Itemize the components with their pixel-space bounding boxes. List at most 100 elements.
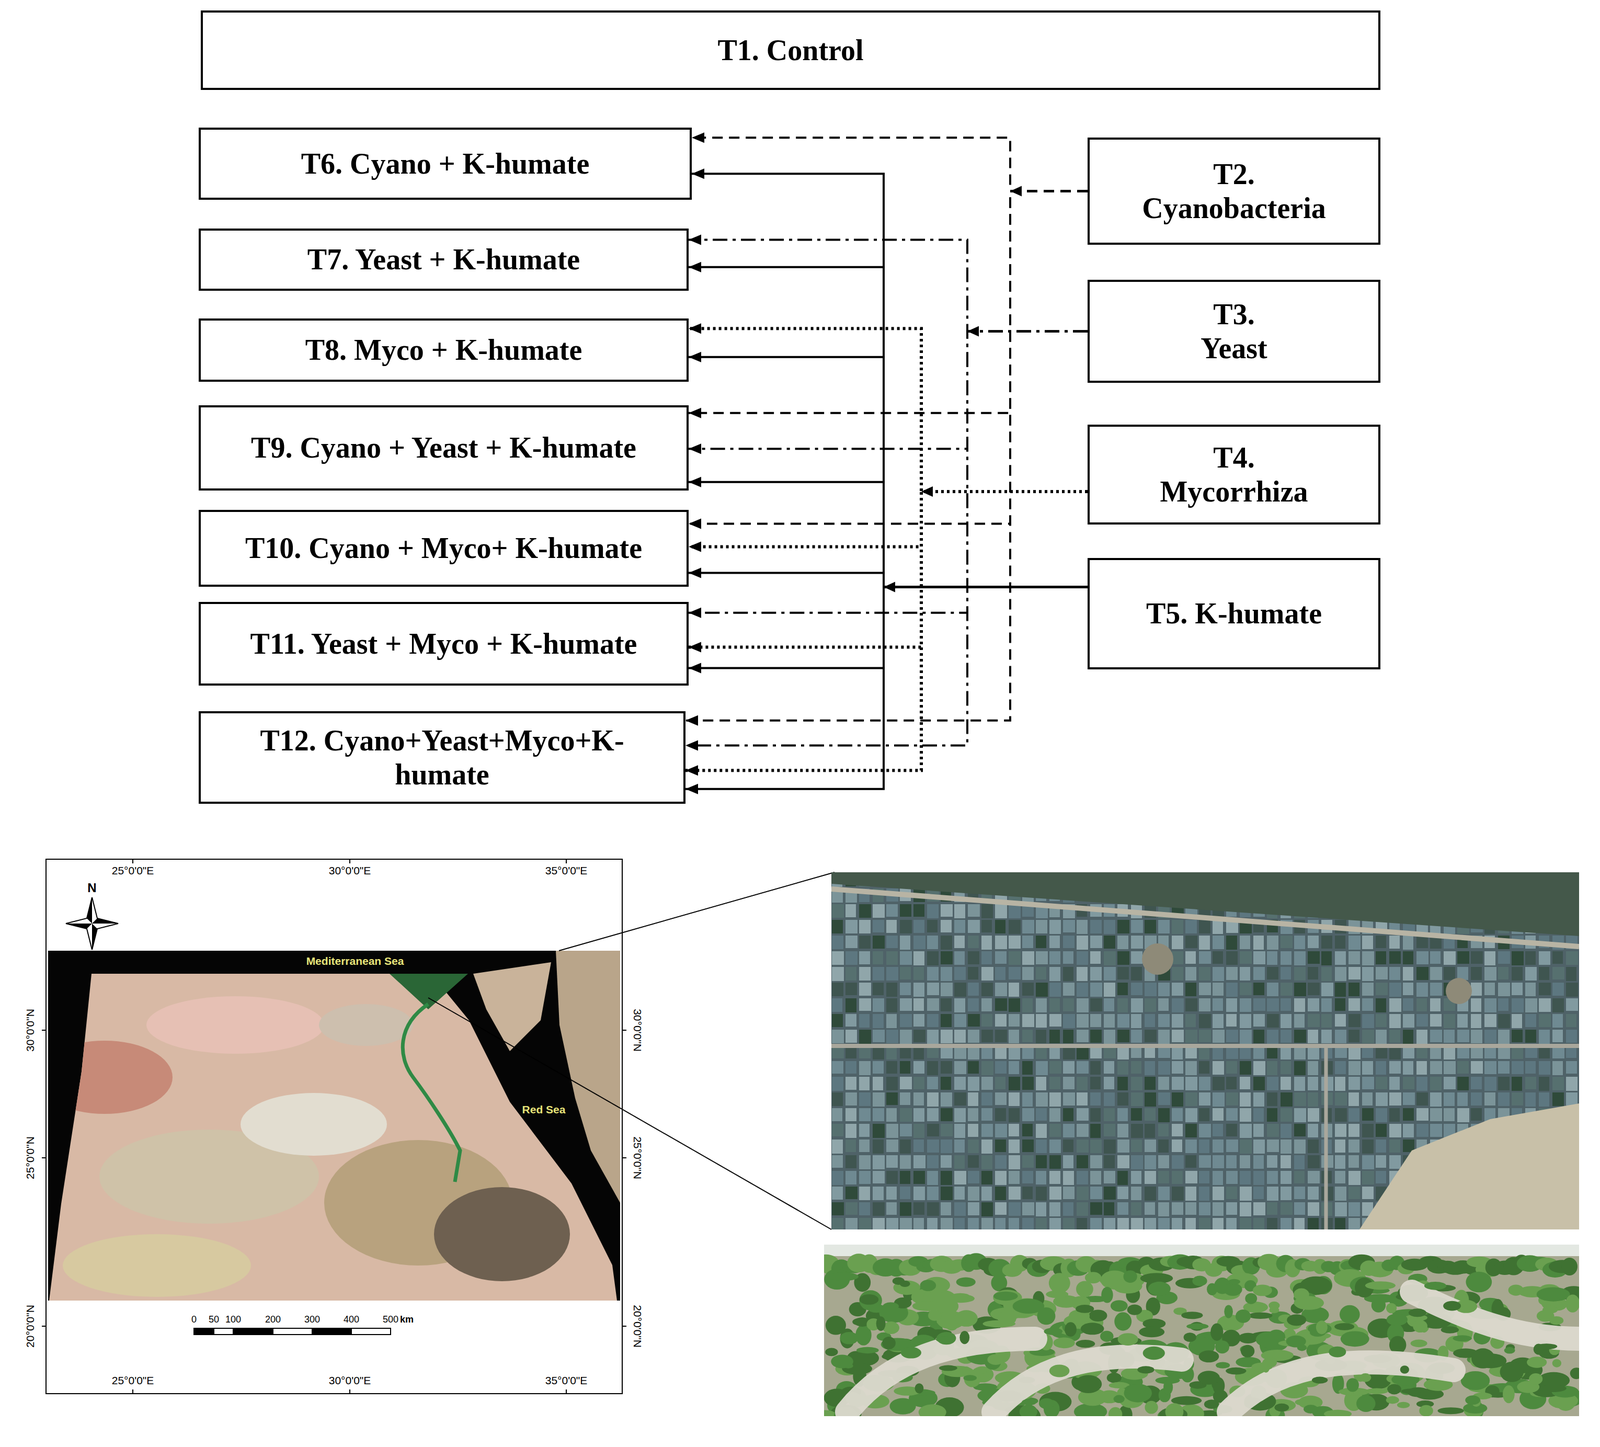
greenhouse-plot	[1348, 1107, 1360, 1122]
greenhouse-plot	[1334, 951, 1346, 965]
greenhouse-plot	[1348, 1060, 1361, 1076]
greenhouse-plot	[967, 1155, 979, 1168]
shrub	[1075, 1304, 1094, 1313]
dash-dot-connector	[688, 239, 1088, 331]
greenhouse-plot	[872, 966, 885, 981]
greenhouse-plot	[1022, 1155, 1034, 1168]
greenhouse-plot	[1307, 951, 1320, 964]
greenhouse-plot	[1226, 1076, 1237, 1090]
greenhouse-plot	[1552, 998, 1564, 1013]
greenhouse-plot	[1226, 1202, 1238, 1215]
shrub	[1137, 1365, 1154, 1374]
shrub	[828, 1272, 859, 1281]
greenhouse-plot	[1416, 1060, 1427, 1075]
greenhouse-plot	[1171, 1013, 1184, 1028]
greenhouse-plot	[1171, 1123, 1183, 1137]
greenhouse-plot	[1362, 951, 1375, 966]
greenhouse-plot	[1090, 919, 1102, 934]
greenhouse-plot	[1117, 1029, 1130, 1043]
greenhouse-plot	[1076, 982, 1089, 997]
shrub	[1346, 1377, 1359, 1392]
greenhouse-plot	[1076, 1013, 1089, 1028]
greenhouse-plot	[872, 935, 885, 949]
greenhouse-plot	[1063, 966, 1074, 981]
greenhouse-plot	[1280, 1029, 1292, 1043]
greenhouse-plot	[1090, 1139, 1102, 1153]
greenhouse-plot	[1022, 1202, 1035, 1216]
greenhouse-plot	[1022, 1013, 1035, 1027]
greenhouse-plot	[831, 1029, 844, 1044]
greenhouse-plot	[1280, 1092, 1293, 1107]
greenhouse-plot	[859, 1139, 870, 1152]
greenhouse-plot	[886, 998, 898, 1013]
greenhouse-plot	[1253, 1060, 1266, 1076]
greenhouse-plot	[1375, 1029, 1387, 1044]
greenhouse-plot	[899, 1217, 912, 1230]
box-text: T7. Yeast + K-humate	[307, 242, 580, 277]
shrub	[963, 1374, 977, 1381]
greenhouse-plot	[1035, 982, 1048, 997]
axis-label: 35°0'0"E	[545, 864, 588, 877]
greenhouse-plot	[1389, 1029, 1401, 1043]
greenhouse-plot	[1294, 1029, 1307, 1043]
shrub	[1504, 1346, 1516, 1354]
greenhouse-plot	[1049, 966, 1061, 981]
greenhouse-plot	[1253, 951, 1266, 965]
box-text: T11. Yeast + Myco + K-humate	[250, 626, 638, 661]
greenhouse-plot	[1103, 1013, 1115, 1028]
greenhouse-plot	[1022, 1029, 1033, 1043]
greenhouse-plot	[1375, 982, 1388, 996]
greenhouse-plot	[1063, 1123, 1075, 1138]
greenhouse-plot	[927, 1155, 939, 1169]
greenhouse-plot	[1416, 998, 1427, 1012]
greenhouse-plot	[927, 951, 939, 966]
greenhouse-plot	[954, 982, 967, 997]
shrub	[1235, 1309, 1251, 1323]
greenhouse-plot	[1130, 982, 1143, 996]
greenhouse-plot	[1076, 935, 1089, 950]
greenhouse-plot	[1130, 1029, 1142, 1043]
greenhouse-plot	[1103, 1217, 1116, 1230]
shrub	[1064, 1321, 1077, 1337]
shrub	[993, 1291, 1019, 1301]
greenhouse-plot	[1266, 1107, 1278, 1122]
greenhouse-plot	[1470, 951, 1483, 964]
greenhouse-plot	[1103, 966, 1116, 981]
greenhouse-plot	[1239, 1155, 1251, 1169]
greenhouse-plot	[831, 1155, 843, 1168]
greenhouse-plot	[1063, 1092, 1076, 1106]
greenhouse-plot	[1362, 1060, 1374, 1075]
greenhouse-plot	[1035, 1155, 1047, 1169]
greenhouse-plot	[1307, 1076, 1319, 1091]
greenhouse-plot	[1362, 1139, 1374, 1154]
greenhouse-plot	[1090, 1155, 1103, 1169]
greenhouse-plot	[1334, 1139, 1346, 1153]
greenhouse-plot	[845, 1155, 857, 1169]
greenhouse-plot	[1525, 1013, 1537, 1027]
greenhouse-plot	[981, 1029, 993, 1043]
greenhouse-plot	[1307, 1155, 1320, 1169]
greenhouse-plot	[1226, 998, 1238, 1012]
greenhouse-plot	[1090, 935, 1103, 948]
greenhouse-plot	[1239, 1060, 1252, 1075]
greenhouse-plot	[1130, 966, 1142, 981]
greenhouse-plot	[1144, 1076, 1156, 1090]
greenhouse-plot	[1212, 1139, 1224, 1153]
greenhouse-plot	[1185, 919, 1197, 934]
greenhouse-plot	[1294, 935, 1306, 950]
greenhouse-plot	[1103, 1092, 1115, 1106]
shrub	[1453, 1334, 1472, 1342]
scale-label: 50	[208, 1314, 220, 1325]
greenhouse-plot	[981, 1202, 993, 1217]
greenhouse-plot	[1049, 951, 1061, 965]
greenhouse-plot	[1035, 1186, 1047, 1201]
greenhouse-plot	[981, 904, 993, 919]
greenhouse-plot	[1130, 1123, 1144, 1138]
shrub	[1148, 1281, 1171, 1296]
shrub	[1075, 1374, 1103, 1393]
greenhouse-plot	[1470, 1013, 1482, 1028]
greenhouse-plot	[1402, 982, 1414, 996]
greenhouse-plot	[1457, 951, 1470, 964]
greenhouse-plot	[1103, 1155, 1115, 1169]
greenhouse-plot	[1035, 935, 1047, 948]
